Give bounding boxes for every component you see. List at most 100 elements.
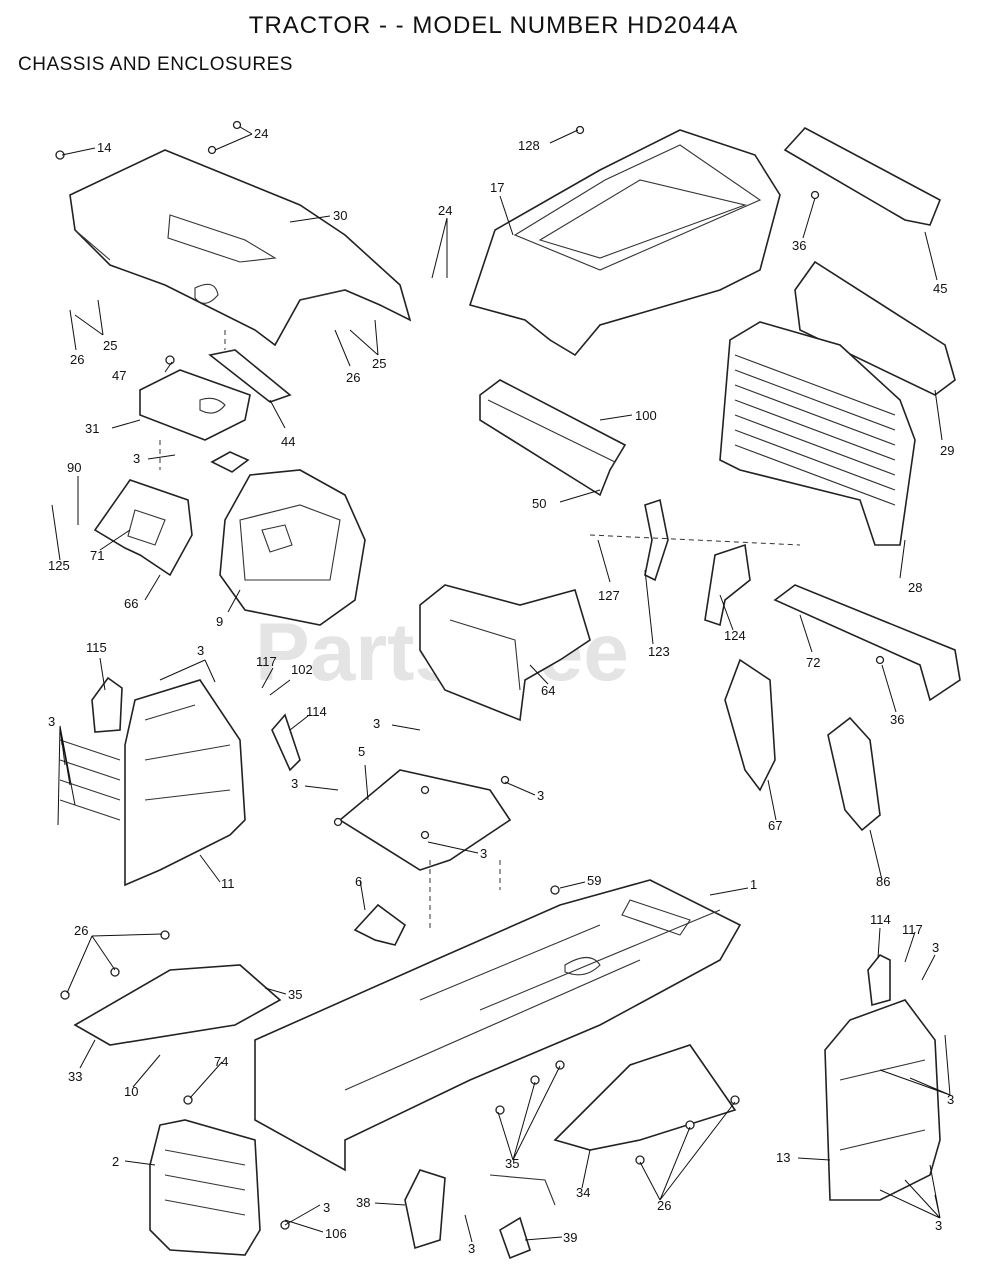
callout-44: 44 (281, 434, 295, 449)
part-bracket-124[interactable] (704, 543, 751, 627)
part-side-panel-67[interactable] (724, 658, 776, 792)
callout-25: 25 (372, 356, 386, 371)
callout-26: 26 (346, 370, 360, 385)
callout-3: 3 (468, 1241, 475, 1256)
part-bar-72[interactable] (773, 584, 961, 702)
callout-14: 14 (97, 140, 111, 155)
callout-30: 30 (333, 208, 347, 223)
callout-125: 125 (48, 558, 70, 573)
callout-3: 3 (291, 776, 298, 791)
callout-106: 106 (325, 1226, 347, 1241)
callout-26: 26 (657, 1198, 671, 1213)
callout-labels: 14 24 30 24 26 25 26 25 47 31 44 3 90 12… (48, 126, 954, 1256)
part-left-panel-11[interactable] (59, 679, 246, 887)
callout-114: 114 (870, 912, 891, 927)
part-panel-71[interactable] (93, 479, 193, 577)
callout-26: 26 (70, 352, 84, 367)
callout-59: 59 (587, 873, 601, 888)
callout-64: 64 (541, 683, 555, 698)
callout-86: 86 (876, 874, 890, 889)
callout-9: 9 (216, 614, 223, 629)
callout-5: 5 (358, 744, 365, 759)
callout-28: 28 (908, 580, 922, 595)
callout-117: 117 (902, 922, 923, 937)
part-grille-cover-29[interactable] (794, 260, 956, 396)
callout-50: 50 (532, 496, 546, 511)
callout-115: 115 (86, 640, 107, 655)
callout-39: 39 (563, 1230, 577, 1245)
part-step-plate-33[interactable] (73, 964, 282, 1046)
callout-47: 47 (112, 368, 126, 383)
callout-13: 13 (776, 1150, 790, 1165)
callout-66: 66 (124, 596, 138, 611)
callout-3: 3 (48, 714, 55, 729)
callout-17: 17 (490, 180, 504, 195)
callout-10: 10 (124, 1084, 138, 1099)
callout-3: 3 (323, 1200, 330, 1215)
callout-35: 35 (288, 987, 302, 1002)
callout-123: 123 (648, 644, 670, 659)
callout-90: 90 (67, 460, 81, 475)
callout-3: 3 (133, 451, 140, 466)
part-frame-bracket-64[interactable] (419, 584, 591, 722)
callout-33: 33 (68, 1069, 82, 1084)
part-step-plate-34[interactable] (553, 1044, 737, 1151)
part-hood-17[interactable] (468, 129, 781, 357)
part-bracket-114-117[interactable] (867, 953, 891, 1007)
callout-3: 3 (197, 643, 204, 658)
callout-114: 114 (306, 704, 327, 719)
callout-117: 117 (256, 654, 277, 669)
callout-26: 26 (74, 923, 88, 938)
part-right-panel-13[interactable] (824, 999, 941, 1201)
callout-24: 24 (254, 126, 268, 141)
callout-36: 36 (890, 712, 904, 727)
callout-3: 3 (537, 788, 544, 803)
callout-3: 3 (480, 846, 487, 861)
part-front-bumper-2[interactable] (149, 1119, 261, 1256)
part-hood-top[interactable] (69, 149, 412, 347)
part-arm-114[interactable] (271, 713, 301, 772)
part-clip-3-upper[interactable] (210, 451, 250, 473)
callout-25: 25 (103, 338, 117, 353)
callout-38: 38 (356, 1195, 370, 1210)
callout-45: 45 (933, 281, 947, 296)
callout-2: 2 (112, 1154, 119, 1169)
diagram-subtitle: CHASSIS AND ENCLOSURES (18, 54, 293, 75)
part-bracket-115[interactable] (91, 676, 123, 733)
callout-67: 67 (768, 818, 782, 833)
callout-71: 71 (90, 548, 104, 563)
callout-102: 102 (291, 662, 313, 677)
callout-31: 31 (85, 421, 99, 436)
callout-35: 35 (505, 1156, 519, 1171)
callout-127: 127 (598, 588, 620, 603)
callout-24: 24 (438, 203, 452, 218)
callout-34: 34 (576, 1185, 590, 1200)
callout-29: 29 (940, 443, 954, 458)
part-side-panel-86[interactable] (827, 716, 881, 832)
callout-124: 124 (724, 628, 746, 643)
part-grille-28[interactable] (719, 321, 916, 546)
part-main-frame-1[interactable] (254, 879, 742, 1172)
part-bracket-38[interactable] (404, 1169, 446, 1250)
part-clip-6[interactable] (353, 903, 407, 946)
callout-6: 6 (355, 874, 362, 889)
callout-1: 1 (750, 877, 757, 892)
leader-lines (51, 126, 951, 1243)
diagram-title: TRACTOR - - MODEL NUMBER HD2044A (248, 12, 739, 39)
callout-72: 72 (806, 655, 820, 670)
callout-74: 74 (214, 1054, 228, 1069)
part-dash-housing-9[interactable] (219, 469, 366, 626)
callout-128: 128 (518, 138, 540, 153)
callout-100: 100 (635, 408, 657, 423)
part-floor-plate-5[interactable] (338, 769, 512, 871)
part-bar-45[interactable] (783, 127, 942, 226)
part-rail-100[interactable] (479, 379, 627, 497)
callout-3: 3 (373, 716, 380, 731)
part-bracket-39[interactable] (489, 1174, 556, 1260)
callout-11: 11 (221, 876, 235, 891)
callout-36: 36 (792, 238, 806, 253)
part-bracket-31[interactable] (139, 369, 251, 441)
part-plate-44[interactable] (208, 349, 292, 403)
part-bracket-123[interactable] (644, 498, 669, 582)
